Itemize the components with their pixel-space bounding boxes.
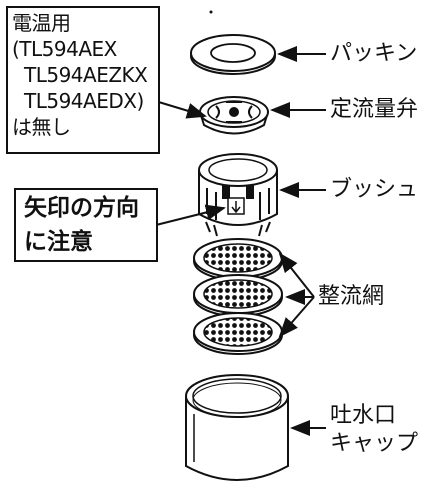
warning-line-1: 矢印の方向 xyxy=(24,195,139,221)
label-straightener: 整流網 xyxy=(318,284,385,309)
note-line-4: TL594AEDX) xyxy=(24,89,144,113)
straightener-mesh-1 xyxy=(193,238,283,281)
stray-dot xyxy=(209,10,213,14)
note-line-1: 電温用 xyxy=(12,11,71,35)
flow-valve xyxy=(199,96,269,135)
label-bush: ブッシュ xyxy=(330,177,419,202)
straightener-mesh-2 xyxy=(193,274,283,317)
label-spout-cap-line-1: 吐水口 xyxy=(330,403,397,428)
bush xyxy=(198,153,278,237)
label-flow-valve: 定流量弁 xyxy=(330,97,419,122)
note-line-5: は無し xyxy=(12,115,71,139)
spout-cap xyxy=(185,374,289,481)
label-spout-cap-line-2: キャップ xyxy=(330,431,419,456)
note-box: 電温用 (TL594AEX TL594AEZKX TL594AEDX) は無し xyxy=(6,6,160,154)
warning-box: 矢印の方向 に注意 xyxy=(14,188,158,262)
note-line-3: TL594AEZKX xyxy=(24,63,148,87)
leader-lines xyxy=(151,46,326,436)
straightener-mesh-3 xyxy=(193,312,283,355)
label-packing: パッキン xyxy=(330,41,418,66)
note-line-2: (TL594AEX xyxy=(12,37,117,61)
packing-ring xyxy=(190,34,276,75)
warning-line-2: に注意 xyxy=(24,229,93,255)
